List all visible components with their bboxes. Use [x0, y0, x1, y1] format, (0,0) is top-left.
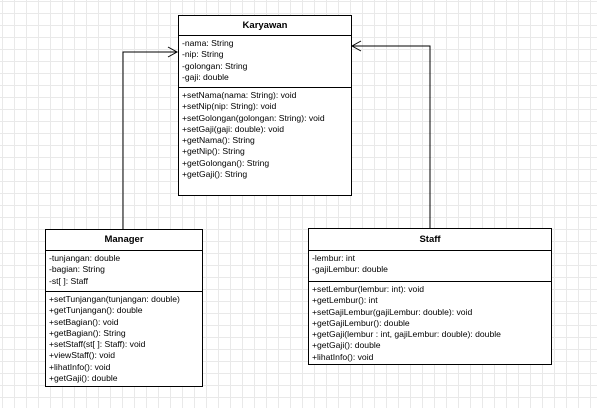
attributes-section: -nama: String -nip: String -golongan: St… — [179, 36, 351, 88]
method: +getGaji(lembur : int, gajiLembur: doubl… — [312, 329, 501, 340]
class-staff[interactable]: Staff -lembur: int -gajiLembur: double +… — [308, 228, 552, 365]
attribute: -gajiLembur: double — [312, 264, 388, 275]
method: +setGolongan(golongan: String): void — [182, 112, 325, 123]
method: +getNama(): String — [182, 135, 255, 146]
class-karyawan[interactable]: Karyawan -nama: String -nip: String -gol… — [178, 15, 352, 196]
method: +getGaji(): double — [312, 340, 381, 351]
class-name: Karyawan — [179, 16, 351, 36]
method: +getGolongan(): String — [182, 157, 270, 168]
method: +setLembur(lembur: int): void — [312, 284, 425, 294]
manager-inheritance-arrowhead — [167, 46, 179, 58]
method: +getNip(): String — [182, 146, 245, 157]
method: +setNama(nama: String): void — [182, 90, 297, 100]
attribute: -bagian: String — [49, 264, 105, 275]
method: +viewStaff(): void — [49, 350, 115, 361]
method: +setStaff(st[ ]: Staff): void — [49, 339, 146, 350]
attribute: -golongan: String — [182, 60, 248, 71]
attributes-section: -tunjangan: double -bagian: String -st[ … — [46, 251, 202, 292]
attribute: -lembur: int — [312, 253, 355, 263]
manager-inheritance-line — [122, 51, 177, 229]
method: +setNip(nip: String): void — [182, 101, 277, 112]
attribute: -nama: String — [182, 38, 234, 48]
method: +getGajiLembur(): double — [312, 317, 410, 328]
class-name: Manager — [46, 230, 202, 251]
staff-inheritance-arrowhead — [350, 40, 362, 52]
attribute: -nip: String — [182, 49, 224, 60]
method: +setGaji(gaji: double): void — [182, 123, 284, 134]
class-manager[interactable]: Manager -tunjangan: double -bagian: Stri… — [45, 229, 203, 387]
method: +lihatInfo(): void — [49, 361, 111, 372]
attribute: -tunjangan: double — [49, 253, 121, 263]
method: +getTunjangan(): double — [49, 305, 143, 316]
method: +getGaji(): String — [182, 169, 248, 180]
class-name: Staff — [309, 229, 551, 251]
method: +getBagian(): String — [49, 327, 126, 338]
method: +getGaji(): double — [49, 373, 118, 384]
attributes-section: -lembur: int -gajiLembur: double — [309, 251, 551, 282]
method: +setBagian(): void — [49, 316, 119, 327]
method: +setTunjangan(tunjangan: double) — [49, 294, 180, 304]
staff-inheritance-line — [352, 45, 431, 228]
attribute: -st[ ]: Staff — [49, 275, 89, 286]
methods-section: +setNama(nama: String): void +setNip(nip… — [179, 88, 351, 182]
method: +getLembur(): int — [312, 295, 378, 306]
method: +lihatInfo(): void — [312, 351, 374, 362]
methods-section: +setLembur(lembur: int): void +getLembur… — [309, 282, 551, 365]
method: +setGajiLembur(gajiLembur: double): void — [312, 306, 473, 317]
attribute: -gaji: double — [182, 71, 229, 82]
methods-section: +setTunjangan(tunjangan: double) +getTun… — [46, 292, 202, 386]
